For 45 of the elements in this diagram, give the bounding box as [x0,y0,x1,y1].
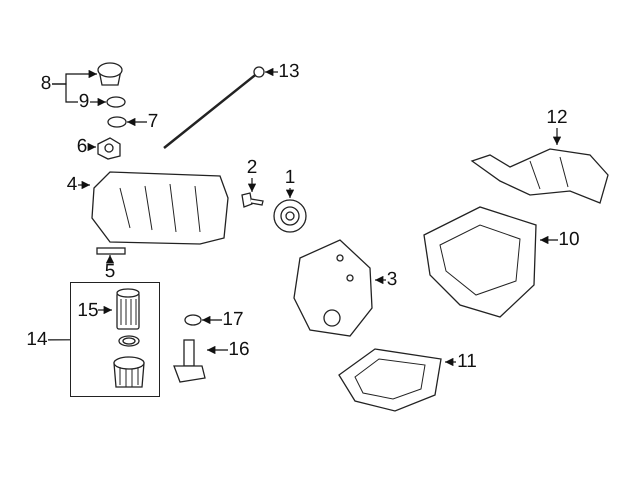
callout-number: 8 [40,74,52,94]
callout-number: 1 [284,168,296,188]
leader-arrow [78,180,90,190]
bracket-drawing [96,136,122,160]
leader-arrow [88,142,96,152]
callout-number: 10 [558,230,580,250]
callout-number: 11 [456,352,478,372]
leader-arrow [202,316,222,324]
sensor-drawing [172,338,207,384]
callout-number: 17 [222,310,244,330]
callout-number: 6 [76,137,88,157]
callout-number: 15 [77,301,99,321]
leader-arrow [445,358,456,366]
callout-number: 12 [546,108,568,128]
o-ring-drawing [106,96,126,108]
callout-number: 9 [78,92,90,112]
callout-number: 5 [104,262,116,282]
leader-arrow [90,98,106,106]
callout-number: 7 [147,112,159,132]
gasket-drawing [96,247,126,255]
kit-frame [70,282,160,397]
leader-arrow [552,128,562,145]
leader-arrow [248,178,256,192]
bolt-drawing [240,192,264,210]
pulley-drawing [272,198,308,234]
leader-line [48,339,70,340]
leader-line [52,83,78,103]
o-ring-drawing [184,314,202,326]
leader-arrow [127,118,147,126]
callout-number: 2 [246,158,258,178]
seal-drawing [118,335,140,347]
callout-number: 3 [386,270,398,290]
leader-arrow [375,276,386,284]
callout-number: 16 [228,340,250,360]
callout-number: 13 [278,62,300,82]
leader-arrow [265,68,278,76]
leader-arrow [106,255,114,264]
leader-arrow [286,188,294,198]
o-ring-drawing [107,116,127,128]
leader-arrow [540,236,558,244]
leader-arrow [98,306,112,314]
leader-arrow [207,346,228,354]
callout-number: 14 [26,330,48,350]
cap-drawing [97,62,123,86]
callout-number: 4 [66,175,78,195]
